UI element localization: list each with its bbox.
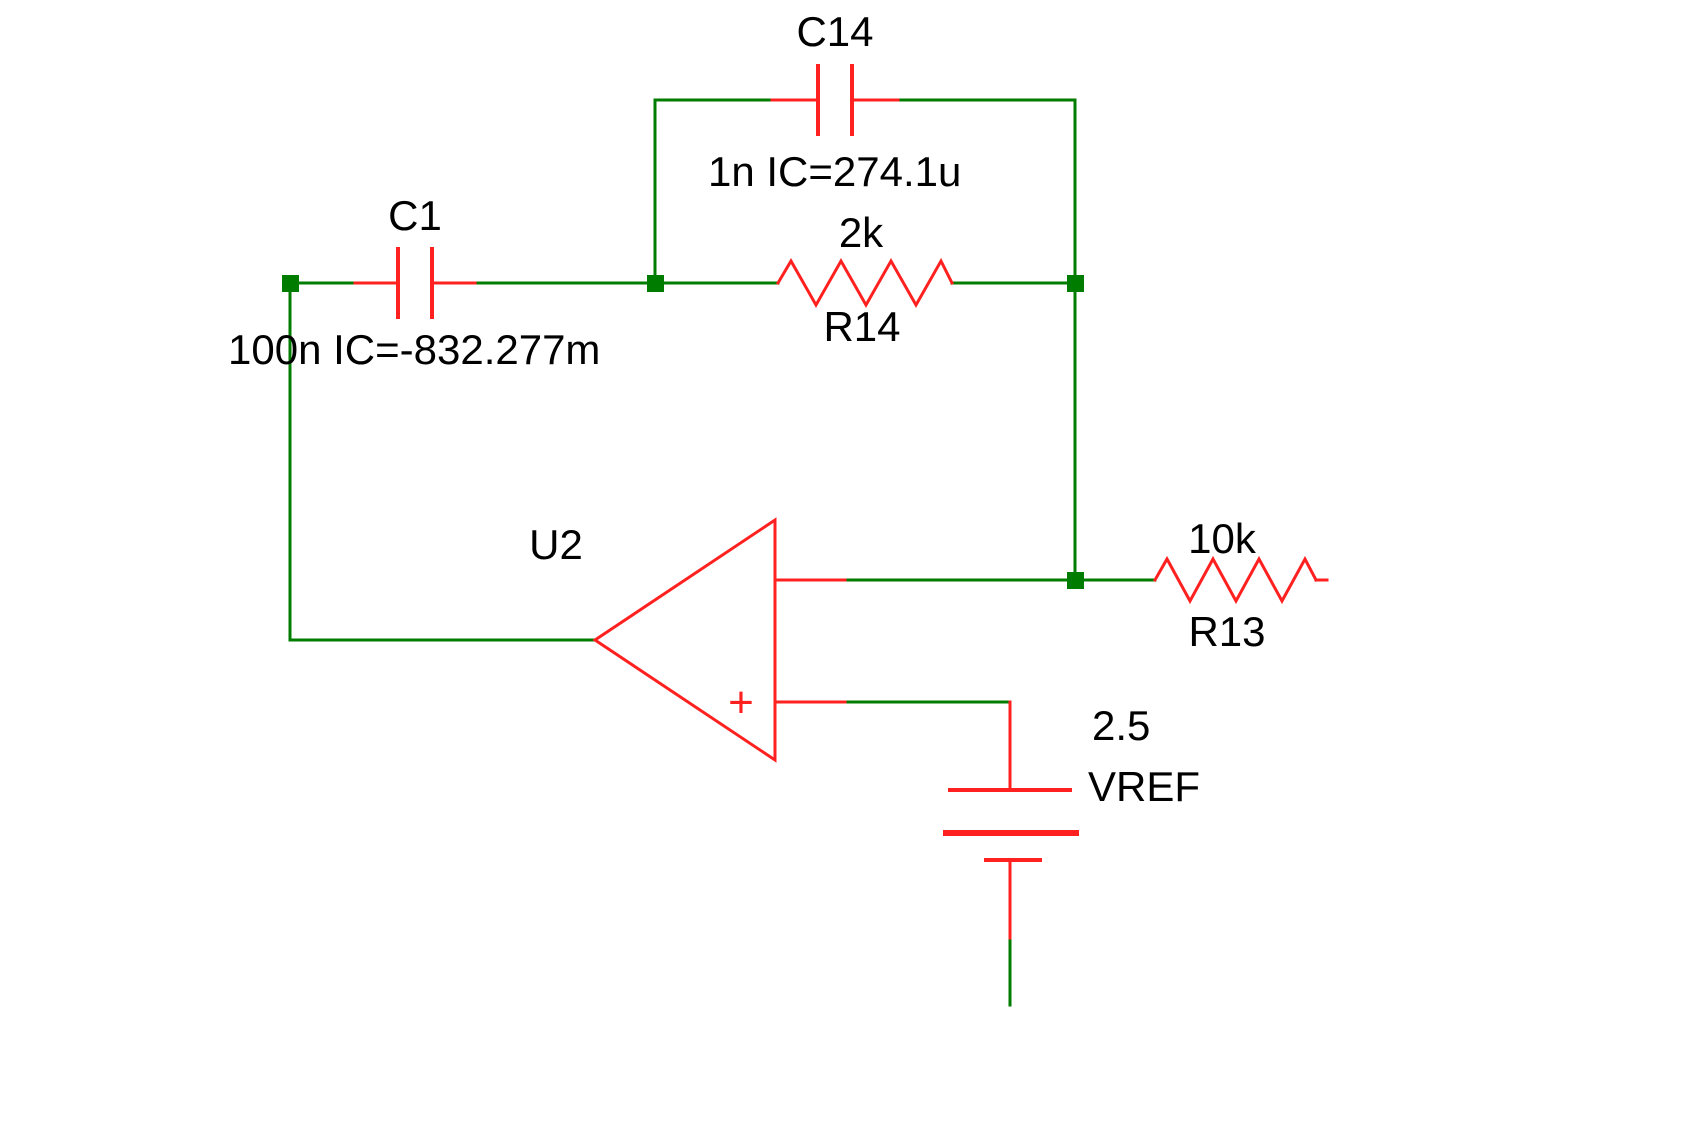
label-c1-value[interactable]: 100n IC=-832.277m [228, 326, 600, 373]
resistor-r14[interactable] [775, 257, 955, 309]
junction-node-4 [1067, 572, 1084, 589]
label-r13-ref[interactable]: R13 [1188, 608, 1265, 655]
junction-node-1 [282, 275, 299, 292]
label-c1-ref[interactable]: C1 [388, 192, 442, 239]
resistor-r13[interactable] [1152, 555, 1329, 605]
r14-zigzag [775, 257, 955, 309]
junction-node-2 [647, 275, 664, 292]
label-vref-value[interactable]: 2.5 [1092, 702, 1150, 749]
label-c14-ref[interactable]: C14 [796, 8, 873, 55]
label-r13-value[interactable]: 10k [1188, 515, 1257, 562]
opamp-u2[interactable]: + [592, 517, 847, 763]
label-r14-ref[interactable]: R14 [823, 303, 900, 350]
battery-vref[interactable] [943, 700, 1079, 940]
label-vref-ref[interactable]: VREF [1088, 763, 1200, 810]
r13-zigzag [1152, 555, 1319, 605]
label-u2-ref[interactable]: U2 [529, 521, 583, 568]
label-c14-value[interactable]: 1n IC=274.1u [708, 148, 961, 195]
capacitor-c14[interactable] [770, 64, 900, 136]
opamp-plus-mark: + [728, 678, 754, 727]
capacitor-c1[interactable] [353, 247, 477, 319]
junction-node-3 [1067, 275, 1084, 292]
opamp-triangle [592, 517, 777, 763]
label-r14-value[interactable]: 2k [839, 209, 884, 256]
